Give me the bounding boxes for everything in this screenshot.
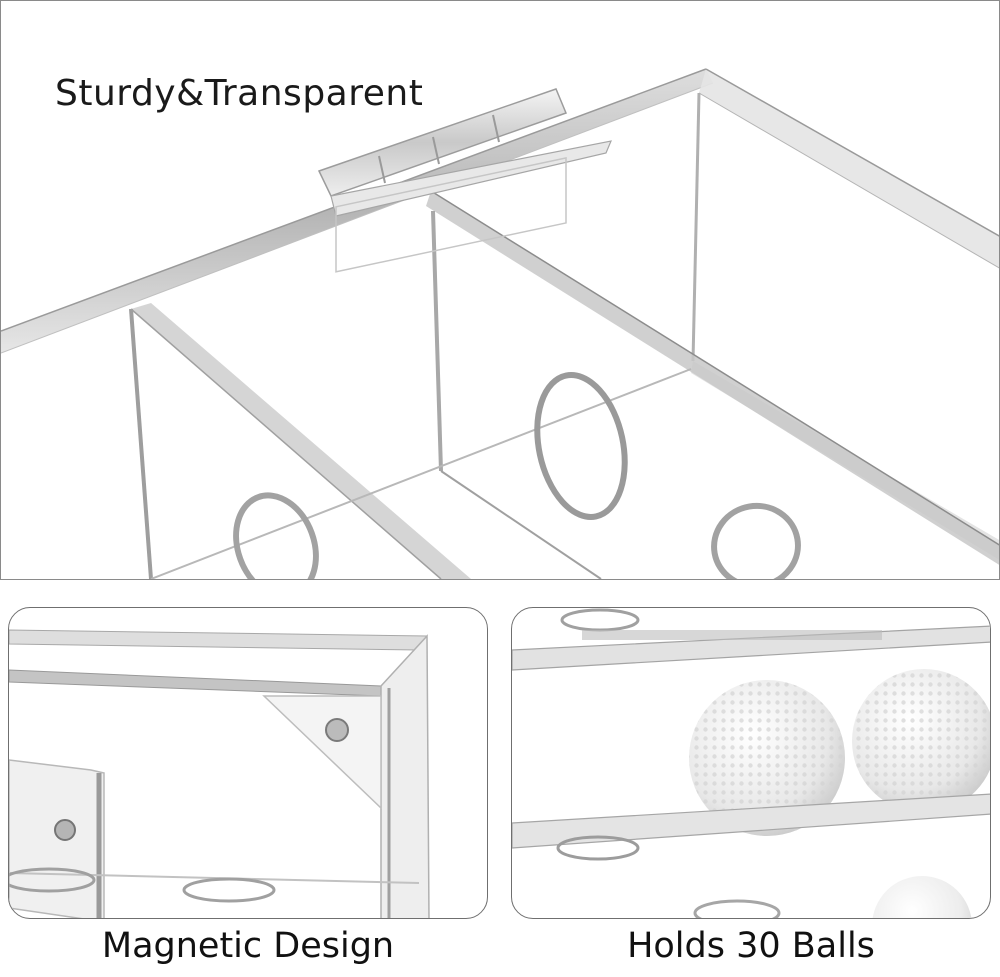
hinge-closeup-panel: Sturdy&Transparent: [0, 0, 1000, 580]
ball-hole: [711, 502, 801, 579]
lid-side-edge: [699, 69, 999, 268]
magnet-dot: [325, 718, 349, 742]
golf-ball: [852, 669, 990, 813]
caption-magnetic-design: Magnetic Design: [101, 926, 395, 966]
left-partition: [131, 303, 471, 579]
ball-hole: [534, 372, 628, 520]
ball-hole: [9, 867, 96, 893]
ball-hole: [233, 492, 319, 579]
lower-shelf-edge: [512, 793, 990, 849]
ball-hole: [560, 608, 640, 632]
hinge-closeup-illustration: [1, 68, 999, 579]
magnet-corner-plate: [262, 695, 382, 810]
headline-sturdy-transparent: Sturdy&Transparent: [55, 73, 424, 114]
center-divider: [426, 191, 999, 565]
ball-hole: [693, 899, 781, 918]
caption-holds-balls: Holds 30 Balls: [627, 926, 875, 966]
ball-hole: [556, 835, 640, 861]
side-edge: [380, 634, 430, 918]
golf-balls-illustration: [512, 608, 990, 918]
top-edge: [9, 629, 428, 651]
magnet-dot: [54, 819, 76, 841]
divider-panel: [9, 759, 105, 918]
golf-ball: [689, 680, 845, 836]
ball-hole: [182, 877, 276, 903]
magnetic-design-panel: [8, 607, 488, 919]
golf-ball-partial: [872, 876, 972, 918]
magnetic-corner-illustration: [9, 629, 430, 918]
holds-balls-panel: [511, 607, 991, 919]
hinge: [317, 88, 612, 273]
